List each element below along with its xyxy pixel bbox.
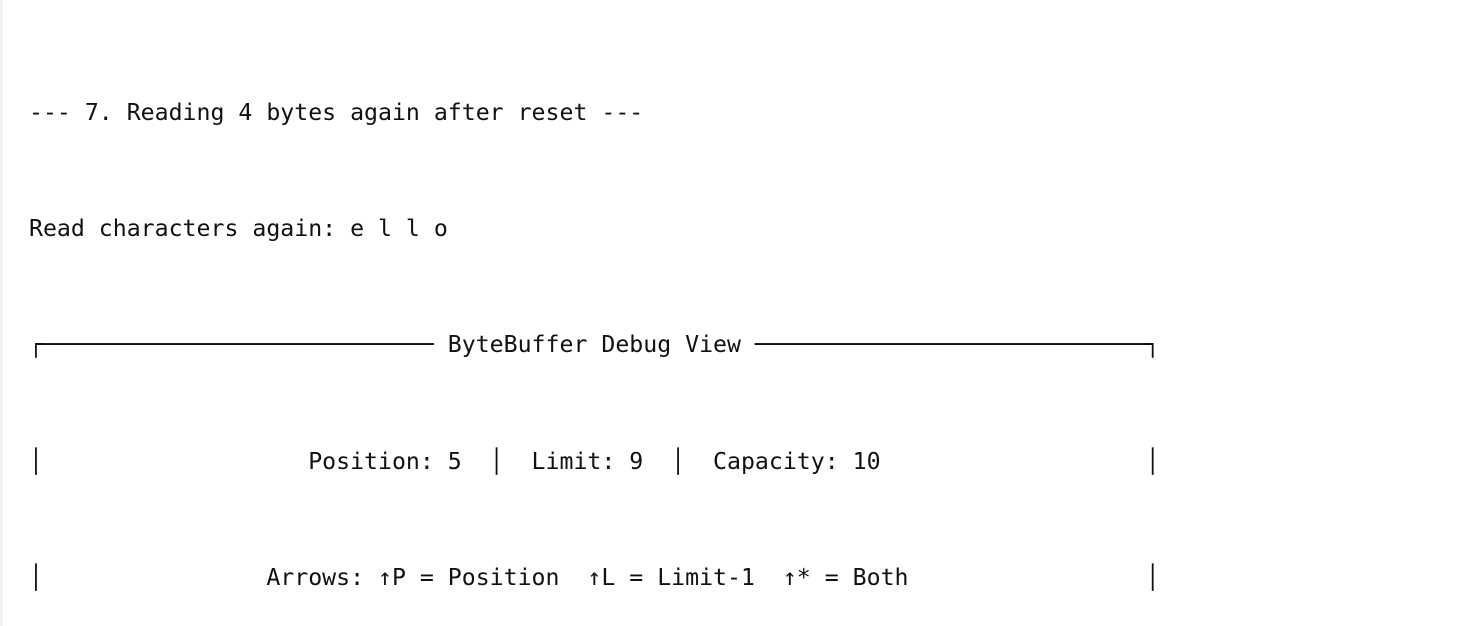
read-result-line: Read characters again: e l l o: [29, 214, 448, 242]
arrows-legend-line: │ Arrows: ↑P = Position ↑L = Limit-1 ↑* …: [29, 564, 1160, 592]
buffer-stats-line: │ Position: 5 │ Limit: 9 │ Capacity: 10 …: [29, 447, 1160, 475]
section-header-line: --- 7. Reading 4 bytes again after reset…: [29, 98, 644, 126]
terminal-output: --- 7. Reading 4 bytes again after reset…: [3, 0, 1464, 626]
box-top-border: ┌──────────────────────────── ByteBuffer…: [29, 331, 1160, 359]
